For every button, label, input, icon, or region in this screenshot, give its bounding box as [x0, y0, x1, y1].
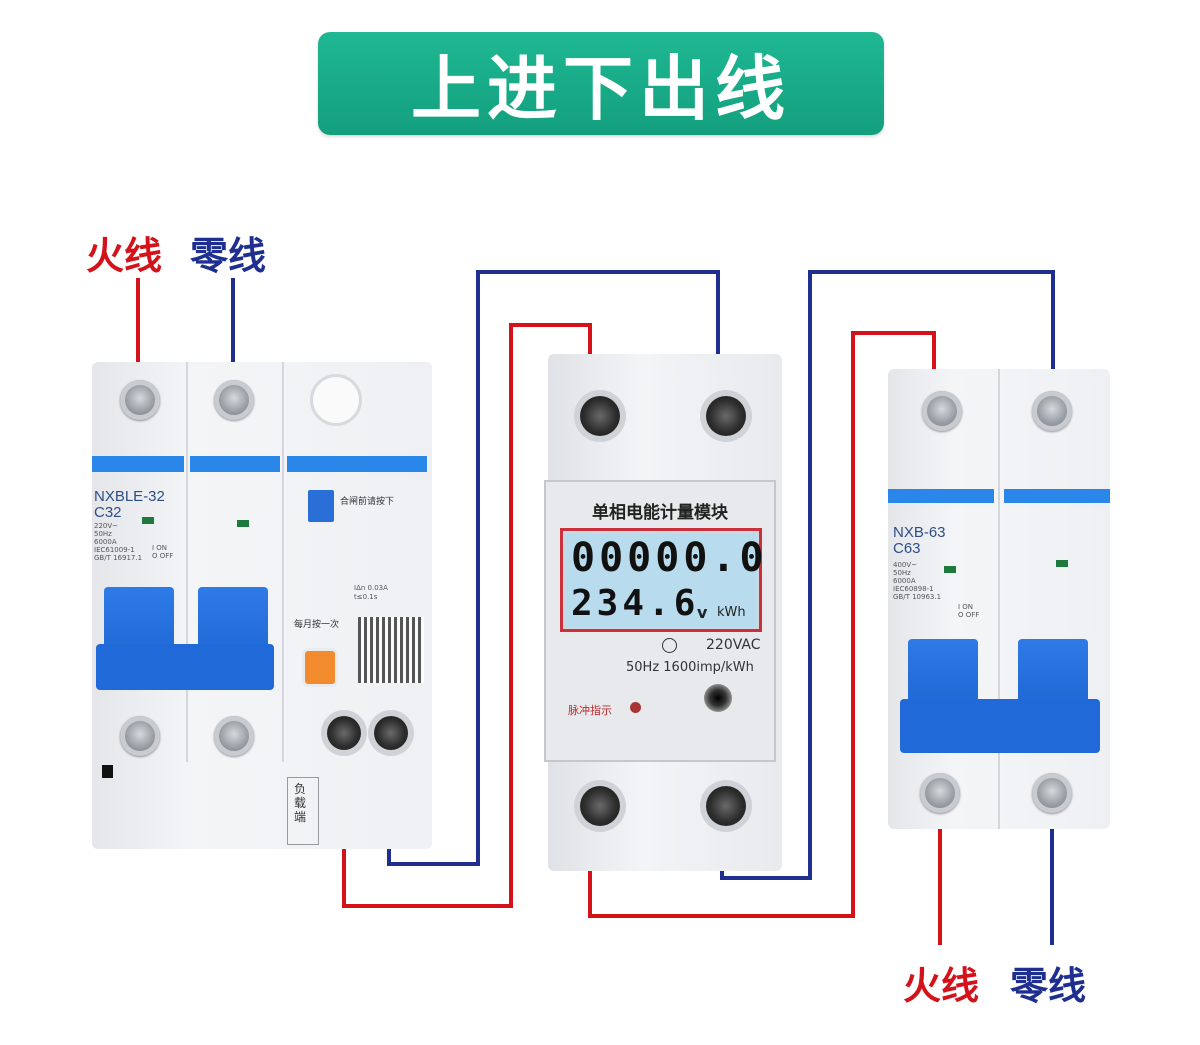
mcb-rating: C63: [893, 540, 921, 557]
mcb-top-live-screw-icon: [922, 391, 962, 431]
rcbo-bottom-screw-2-icon: [214, 716, 254, 756]
lcd-display: 00000.0 234.6 v kWh: [563, 531, 764, 629]
rcbo-load-neutral-screw-icon: [374, 716, 408, 750]
power-icon: [662, 638, 677, 653]
rcbo-load-side-box: 负载端: [287, 777, 319, 845]
rcbo-indicator-icon: [142, 517, 154, 524]
mcb-on-off: I ON O OFF: [958, 603, 980, 619]
lcd-reading: 00000.0: [571, 535, 768, 581]
rcbo-load-live-screw-icon: [327, 716, 361, 750]
pulse-output-port-icon: [704, 684, 732, 712]
meter-bottom-neutral-screw-icon: [706, 786, 746, 826]
meter-face: 单相电能计量模块 00000.0 234.6 v kWh 220VAC 50Hz…: [544, 480, 776, 762]
rcbo-leak-specs: IΔn 0.03A t≤0.1s: [354, 584, 388, 601]
bottom-neutral-label: 零线: [1010, 964, 1087, 1008]
mcb-specs: 400V~ 50Hz 6000A IEC60898-1 GB/T 10963.1: [893, 561, 942, 601]
lcd-voltage: 234.6: [571, 583, 700, 624]
top-neutral-label: 零线: [190, 234, 267, 278]
rcbo-rating: C32: [94, 504, 122, 521]
mcb-lever-bar[interactable]: [900, 699, 1100, 753]
mcb-bottom-live-screw-icon: [920, 773, 960, 813]
lcd-energy-unit: kWh: [717, 605, 746, 620]
lcd-voltage-unit: v: [697, 603, 708, 622]
top-live-label: 火线: [86, 234, 163, 278]
mcb-top-neutral-screw-icon: [1032, 391, 1072, 431]
rcbo-test-hint: 每月按一次: [294, 620, 340, 630]
banner-title: 上进下出线: [411, 48, 791, 130]
rcbo-model: NXBLE-32: [94, 488, 165, 505]
close-button-icon[interactable]: [308, 490, 334, 522]
mcb-indicator-2-icon: [1056, 560, 1068, 567]
rcbo-on-off: I ON O OFF: [152, 544, 174, 560]
meter-top-live-screw-icon: [580, 396, 620, 436]
meter-title: 单相电能计量模块: [592, 503, 728, 523]
rcbo-latch-icon: [102, 765, 113, 778]
right-mcb-breaker: NXB-63 C63 400V~ 50Hz 6000A IEC60898-1 G…: [888, 369, 1110, 829]
rcbo-close-hint: 合闸前请按下: [340, 497, 395, 507]
meter-supply: 220VAC: [706, 637, 761, 653]
rcbo-load-side-label: 负载端: [294, 782, 307, 824]
rcbo-indicator-2-icon: [237, 520, 249, 527]
bottom-live-label: 火线: [903, 964, 980, 1008]
mcb-model: NXB-63: [893, 524, 946, 541]
mcb-indicator-icon: [944, 566, 956, 573]
meter-top-neutral-screw-icon: [706, 396, 746, 436]
live-wire-to-meter: [342, 323, 592, 908]
mcb-bottom-neutral-screw-icon: [1032, 773, 1072, 813]
rcbo-specs: 220V~ 50Hz 6000A IEC61009-1 GB/T 16917.1: [94, 522, 143, 562]
rcbo-lever-bar[interactable]: [96, 644, 274, 690]
meter-bottom-live-screw-icon: [580, 786, 620, 826]
pulse-led-icon: [630, 702, 641, 713]
rcbo-top-neutral-screw-icon: [214, 380, 254, 420]
title-banner: 上进下出线: [318, 32, 884, 135]
monthly-test-button[interactable]: [305, 651, 335, 684]
meter-pulse-spec: 50Hz 1600imp/kWh: [626, 660, 754, 675]
rcbo-top-live-screw-icon: [120, 380, 160, 420]
qr-code-icon: [358, 617, 424, 683]
live-wire-to-breaker: [588, 331, 936, 918]
meter-pulse-label: 脉冲指示: [568, 704, 612, 717]
lcd-frame: 00000.0 234.6 v kWh: [560, 528, 764, 632]
rcbo-bottom-screw-1-icon: [120, 716, 160, 756]
energy-meter-module: 单相电能计量模块 00000.0 234.6 v kWh 220VAC 50Hz…: [544, 354, 782, 871]
test-port-icon: [310, 374, 362, 426]
left-rcbo-breaker: NXBLE-32 C32 220V~ 50Hz 6000A IEC61009-1…: [92, 362, 432, 849]
